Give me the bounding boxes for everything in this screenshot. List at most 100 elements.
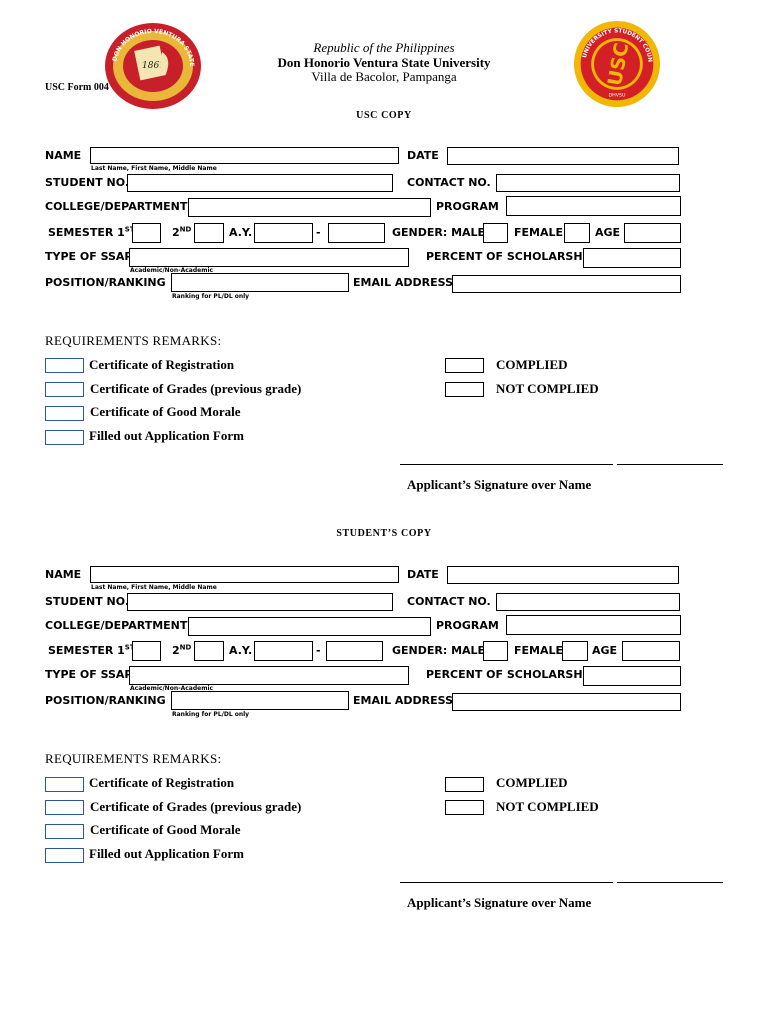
position-label: POSITION/RANKING: [45, 694, 166, 707]
date-field[interactable]: [447, 147, 679, 165]
university-address: Villa de Bacolor, Pampanga: [311, 69, 457, 84]
complied-checkbox[interactable]: [445, 777, 484, 792]
contact-no-field[interactable]: [496, 174, 680, 192]
email-label: EMAIL ADDRESS: [353, 276, 454, 289]
name-field[interactable]: [90, 566, 399, 583]
req-grades-checkbox[interactable]: [45, 382, 84, 397]
gender-male-label: GENDER: MALE: [392, 644, 486, 657]
second-semester-box[interactable]: [194, 223, 224, 243]
position-field[interactable]: [171, 273, 349, 292]
req-good-morale-checkbox[interactable]: [45, 406, 84, 421]
female-box[interactable]: [562, 641, 588, 661]
ay-end-field[interactable]: [326, 641, 383, 661]
req-registration-label: Certificate of Registration: [89, 357, 235, 372]
usc-copy-title: USC COPY: [356, 110, 412, 121]
req-grades-checkbox[interactable]: [45, 800, 84, 815]
college-label: COLLEGE/DEPARTMENT: [45, 619, 188, 632]
type-ssap-label: TYPE OF SSAP: [45, 250, 133, 263]
name-field[interactable]: [90, 147, 399, 164]
percent-label: PERCENT OF SCHOLARSHIP: [426, 250, 595, 263]
requirements-title: REQUIREMENTS REMARKS:: [45, 751, 222, 766]
second-semester-label: 2ND: [172, 225, 192, 239]
email-field[interactable]: [452, 693, 681, 711]
ay-start-field[interactable]: [254, 641, 313, 661]
not-complied-label: NOT COMPLIED: [496, 799, 599, 814]
type-ssap-field[interactable]: [129, 248, 409, 267]
ssap-hint: Academic/Non-Academic: [130, 685, 214, 692]
student-no-label: STUDENT NO.: [45, 595, 130, 608]
age-field[interactable]: [624, 223, 681, 243]
date-signed-line[interactable]: [617, 882, 723, 883]
ay-dash: -: [316, 226, 321, 239]
position-label: POSITION/RANKING: [45, 276, 166, 289]
female-label: FEMALE: [514, 644, 564, 657]
contact-no-label: CONTACT NO.: [407, 176, 491, 189]
student-no-field[interactable]: [127, 174, 393, 192]
req-application-form-checkbox[interactable]: [45, 848, 84, 863]
req-registration-label: Certificate of Registration: [89, 775, 235, 790]
college-label: COLLEGE/DEPARTMENT: [45, 200, 188, 213]
first-semester-box[interactable]: [132, 641, 161, 661]
req-grades-label: Certificate of Grades (previous grade): [90, 799, 302, 814]
semester-label: SEMESTER 1ST: [48, 225, 135, 239]
program-field[interactable]: [506, 615, 681, 635]
req-application-form-label: Filled out Application Form: [89, 428, 244, 443]
ay-dash: -: [316, 644, 321, 657]
type-ssap-field[interactable]: [129, 666, 409, 685]
age-field[interactable]: [622, 641, 680, 661]
name-label: NAME: [45, 149, 82, 162]
name-hint: Last Name, First Name, Middle Name: [91, 584, 217, 591]
female-label: FEMALE: [514, 226, 564, 239]
req-application-form-checkbox[interactable]: [45, 430, 84, 445]
ranking-hint: Ranking for PL/DL only: [172, 711, 250, 718]
ay-start-field[interactable]: [254, 223, 313, 243]
date-signed-line[interactable]: [617, 464, 723, 465]
req-registration-checkbox[interactable]: [45, 358, 84, 373]
male-box[interactable]: [483, 223, 508, 243]
not-complied-checkbox[interactable]: [445, 382, 484, 397]
position-field[interactable]: [171, 691, 349, 710]
email-field[interactable]: [452, 275, 681, 293]
age-label: AGE: [592, 644, 618, 657]
signature-line[interactable]: [400, 882, 613, 883]
ay-label: A.Y.: [229, 644, 253, 657]
date-label: DATE: [407, 149, 439, 162]
not-complied-checkbox[interactable]: [445, 800, 484, 815]
ssap-hint: Academic/Non-Academic: [130, 267, 214, 274]
age-label: AGE: [595, 226, 621, 239]
date-label: DATE: [407, 568, 439, 581]
name-label: NAME: [45, 568, 82, 581]
program-field[interactable]: [506, 196, 681, 216]
student-no-field[interactable]: [127, 593, 393, 611]
req-grades-label: Certificate of Grades (previous grade): [90, 381, 302, 396]
not-complied-label: NOT COMPLIED: [496, 381, 599, 396]
complied-label: COMPLIED: [496, 357, 568, 372]
req-good-morale-checkbox[interactable]: [45, 824, 84, 839]
signature-line[interactable]: [400, 464, 613, 465]
req-good-morale-label: Certificate of Good Morale: [90, 404, 241, 419]
date-field[interactable]: [447, 566, 679, 584]
ay-end-field[interactable]: [328, 223, 385, 243]
complied-checkbox[interactable]: [445, 358, 484, 373]
ranking-hint: Ranking for PL/DL only: [172, 293, 250, 300]
percent-field[interactable]: [583, 666, 681, 686]
university-name: Don Honorio Ventura State University: [277, 55, 491, 70]
req-registration-checkbox[interactable]: [45, 777, 84, 792]
female-box[interactable]: [564, 223, 590, 243]
male-box[interactable]: [483, 641, 508, 661]
form-number: USC Form 004: [45, 82, 109, 93]
name-hint: Last Name, First Name, Middle Name: [91, 165, 217, 172]
complied-label: COMPLIED: [496, 775, 568, 790]
first-semester-box[interactable]: [132, 223, 161, 243]
svg-text:1861: 1861: [142, 61, 165, 71]
college-field[interactable]: [188, 617, 431, 636]
percent-field[interactable]: [583, 248, 681, 268]
percent-label: PERCENT OF SCHOLARSHIP: [426, 668, 595, 681]
contact-no-field[interactable]: [496, 593, 680, 611]
signature-label: Applicant’s Signature over Name: [407, 477, 592, 492]
second-semester-box[interactable]: [194, 641, 224, 661]
republic-line: Republic of the Philippines: [313, 40, 455, 55]
college-field[interactable]: [188, 198, 431, 217]
logo-small-text: DHVSU: [608, 93, 626, 99]
requirements-title: REQUIREMENTS REMARKS:: [45, 333, 222, 348]
